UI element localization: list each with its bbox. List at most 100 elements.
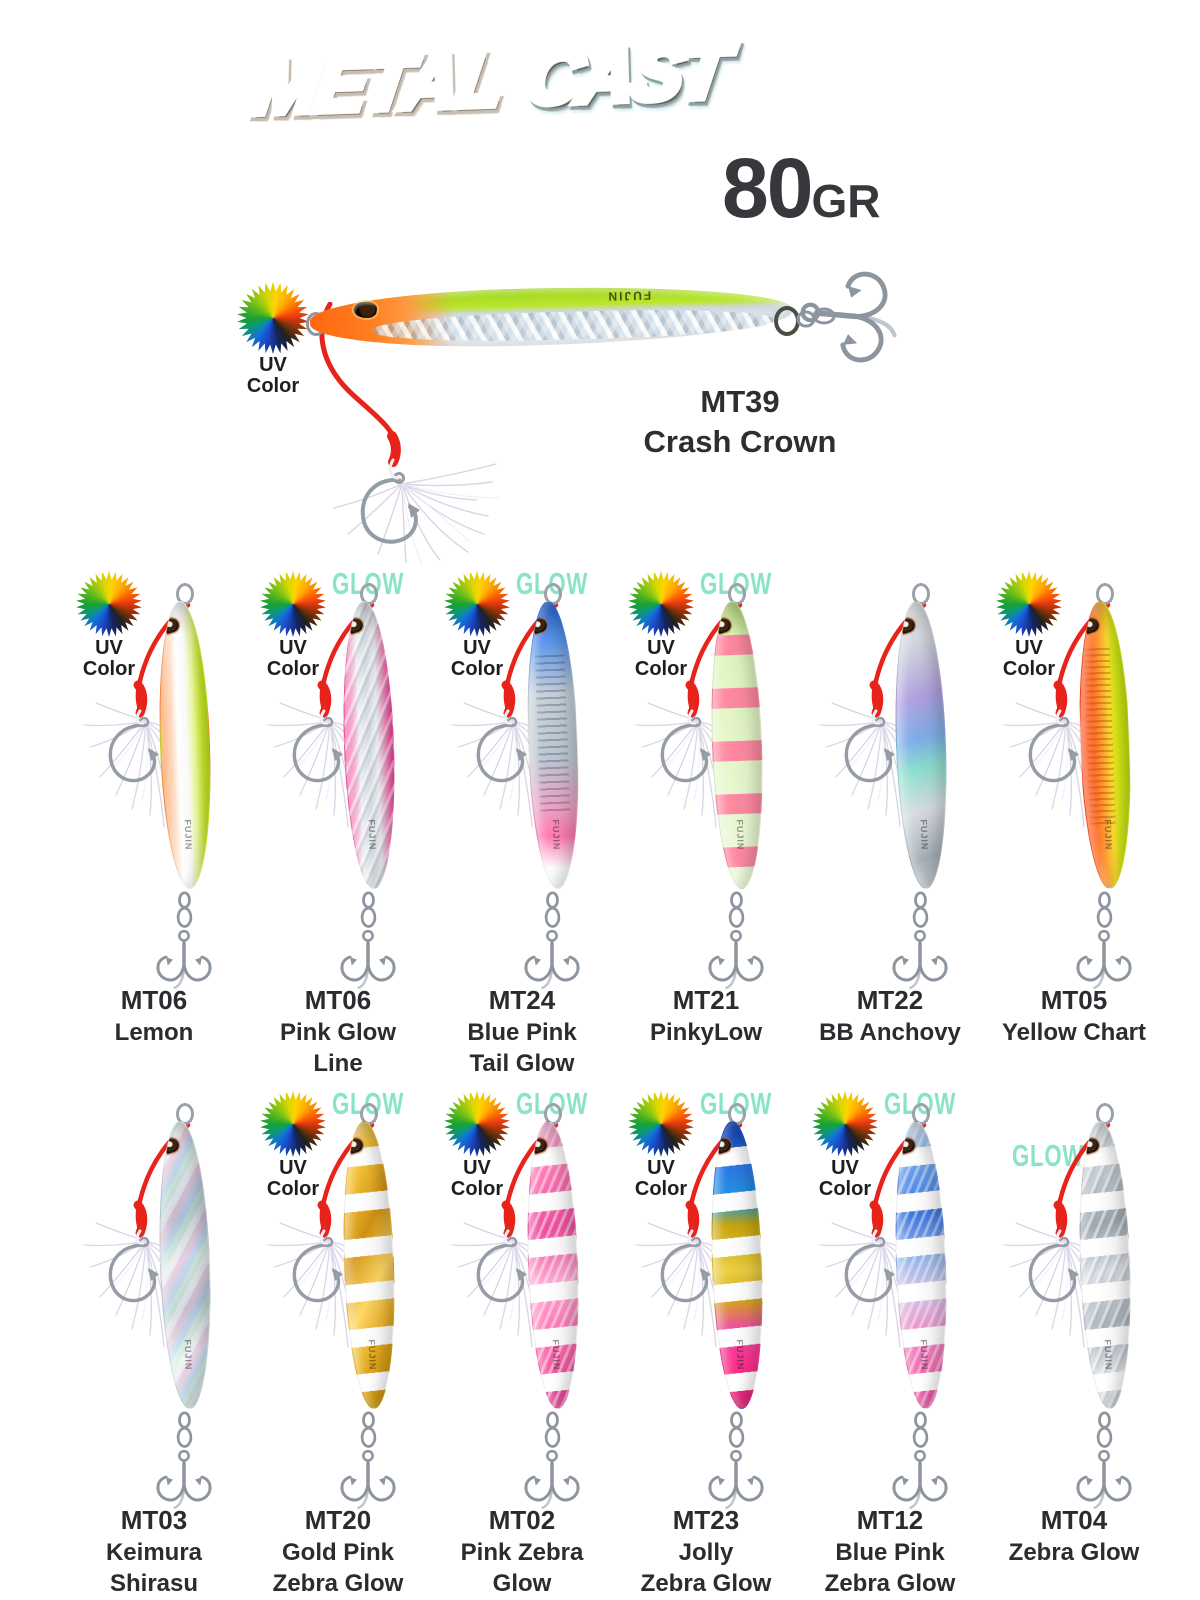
product-card-mt12-blue-pink-zebra-glow[interactable]: UV Color GLOW FUJIN MT12 Blue Pink Zebra…	[798, 1075, 982, 1600]
product-name-line: Pink Glow	[279, 1019, 396, 1046]
treble-hook-icon	[884, 1449, 956, 1512]
treble-hook-icon	[1068, 1449, 1140, 1512]
uv-color-badge: UV Color	[254, 571, 332, 679]
uv-badge-label: Color	[246, 375, 300, 397]
swivel-icon	[358, 1411, 379, 1451]
product-card-mt24-blue-pink-tail-glow[interactable]: UV Color GLOW FUJIN MT24 Blue Pink Tail …	[430, 555, 614, 1077]
swivel-icon	[358, 891, 379, 931]
lure-brand-text: FUJIN	[182, 819, 194, 851]
weight-value: 80	[722, 141, 813, 235]
uv-badge-label: Color	[266, 1178, 320, 1200]
lure-image: FUJIN	[698, 583, 790, 1031]
hero-jig-body: FUJIN	[309, 281, 793, 352]
uv-badge-label: Color	[818, 1178, 872, 1200]
product-card-mt20-gold-pink-zebra-glow[interactable]: UV Color GLOW FUJIN MT20 Gold Pink Zebra…	[246, 1075, 430, 1600]
lure-brand-text: FUJIN	[918, 1339, 930, 1371]
product-name-line: Zebra Glow	[1008, 1539, 1140, 1566]
product-card-mt22-bb-anchovy[interactable]: FUJIN MT22 BB Anchovy	[798, 555, 982, 1075]
uv-badge-label: Color	[634, 658, 688, 680]
lure-image: FUJIN	[698, 1103, 790, 1551]
lure-brand-text: FUJIN	[1102, 1339, 1114, 1371]
product-code: MT12	[856, 1505, 924, 1535]
product-code: MT03	[120, 1505, 188, 1535]
uv-badge-label: UV	[279, 637, 307, 659]
product-code: MT24	[488, 985, 556, 1015]
lure-brand-text: FUJIN	[550, 819, 562, 851]
product-card-mt06-pink-glow-line[interactable]: UV Color GLOW FUJIN MT06 Pink Glow Line	[246, 555, 430, 1077]
treble-hook-icon	[884, 929, 956, 992]
product-card-mt21-pinkylow[interactable]: UV Color GLOW FUJIN MT21 PinkyLow	[614, 555, 798, 1075]
product-card-mt23-jolly-zebra-glow[interactable]: UV Color GLOW FUJIN MT23 Jolly Zebra Glo…	[614, 1075, 798, 1600]
uv-badge-label: UV	[647, 637, 675, 659]
weight-unit: GR	[811, 175, 881, 227]
lure-image: FUJIN	[1066, 1103, 1158, 1551]
uv-badge-label: Color	[450, 1178, 504, 1200]
uv-color-badge: UV Color	[234, 282, 312, 396]
product-caption: MT12 Blue Pink Zebra Glow	[788, 1505, 992, 1599]
product-card-mt04-zebra-glow[interactable]: GLOW FUJIN MT04 Zebra Glow	[982, 1075, 1166, 1600]
product-name-line: Glow	[492, 1570, 552, 1597]
uv-badge-label: Color	[82, 658, 136, 680]
product-name-line: PinkyLow	[649, 1019, 763, 1046]
product-name-line: Keimura	[105, 1539, 203, 1566]
lure-image: FUJIN	[514, 583, 606, 1031]
assist-hook-icon	[319, 302, 501, 565]
lure-brand-text: FUJIN	[734, 819, 746, 851]
product-caption: MT23 Jolly Zebra Glow	[604, 1505, 808, 1599]
product-code: MT21	[672, 985, 740, 1015]
uv-badge-label: UV	[463, 637, 491, 659]
product-caption: MT24 Blue Pink Tail Glow	[420, 985, 624, 1079]
product-caption: MT06 Pink Glow Line	[236, 985, 440, 1079]
uv-badge-label: UV	[831, 1157, 859, 1179]
product-code: MT06	[120, 985, 188, 1015]
lure-brand-text: FUJIN	[606, 288, 652, 304]
lure-brand-text: FUJIN	[918, 819, 930, 851]
product-code: MT22	[856, 985, 924, 1015]
lure-image: FUJIN	[146, 583, 238, 1031]
product-name-line: Blue Pink	[835, 1539, 945, 1566]
product-name-line: Zebra Glow	[272, 1570, 404, 1597]
uv-badge-label: UV	[279, 1157, 307, 1179]
uv-color-badge: UV Color	[254, 1091, 332, 1199]
hero-product-mt39[interactable]: UV Color	[0, 250, 1200, 565]
product-code: MT39	[700, 384, 780, 419]
treble-hook-icon	[700, 929, 772, 992]
product-card-mt05-yellow-chart[interactable]: UV Color FUJIN MT05 Yellow Chart	[982, 555, 1166, 1075]
lure-image: FUJIN	[330, 583, 422, 1031]
product-code: MT20	[304, 1505, 372, 1535]
hero-lure-image: FUJIN	[0, 250, 1200, 565]
lure-eye	[352, 300, 378, 320]
swivel-icon	[542, 891, 563, 931]
product-code: MT05	[1040, 985, 1108, 1015]
product-name-line: BB Anchovy	[819, 1019, 961, 1046]
product-card-mt03-keimura-shirasu[interactable]: FUJIN MT03 Keimura Shirasu	[62, 1075, 246, 1600]
swivel-icon	[910, 1411, 931, 1451]
uv-badge-label: Color	[634, 1178, 688, 1200]
product-caption: MT21 PinkyLow	[604, 985, 808, 1048]
lure-image: FUJIN	[330, 1103, 422, 1551]
product-name: Crash Crown	[643, 424, 837, 459]
treble-hook-icon	[148, 929, 220, 992]
treble-hook-icon	[1068, 929, 1140, 992]
uv-color-badge: UV Color	[438, 571, 516, 679]
uv-badge-label: UV	[647, 1157, 675, 1179]
product-code: MT02	[488, 1505, 556, 1535]
product-name-line: Shirasu	[109, 1570, 199, 1597]
weight-heading: 80GR	[722, 146, 881, 230]
product-name-line: Yellow Chart	[1001, 1019, 1147, 1046]
uv-color-badge: UV Color	[806, 1091, 884, 1199]
treble-hook-icon	[516, 1449, 588, 1512]
product-name-line: Zebra Glow	[824, 1570, 956, 1597]
product-grid-row-2: FUJIN MT03 Keimura Shirasu UV Color GLOW…	[62, 1075, 1166, 1600]
lure-image: FUJIN	[1066, 583, 1158, 1031]
lure-image: FUJIN	[514, 1103, 606, 1551]
product-card-mt06-lemon[interactable]: UV Color FUJIN MT06 Lemon	[62, 555, 246, 1075]
uv-badge-label: Color	[266, 658, 320, 680]
product-caption: MT22 BB Anchovy	[788, 985, 992, 1048]
uv-color-badge: UV Color	[990, 571, 1068, 679]
lure-image: FUJIN	[882, 583, 974, 1031]
product-code: MT23	[672, 1505, 740, 1535]
product-card-mt02-pink-zebra-glow[interactable]: UV Color GLOW FUJIN MT02 Pink Zebra Glow	[430, 1075, 614, 1600]
product-name-line: Blue Pink	[467, 1019, 577, 1046]
hero-caption: MT39 Crash Crown	[580, 382, 900, 462]
